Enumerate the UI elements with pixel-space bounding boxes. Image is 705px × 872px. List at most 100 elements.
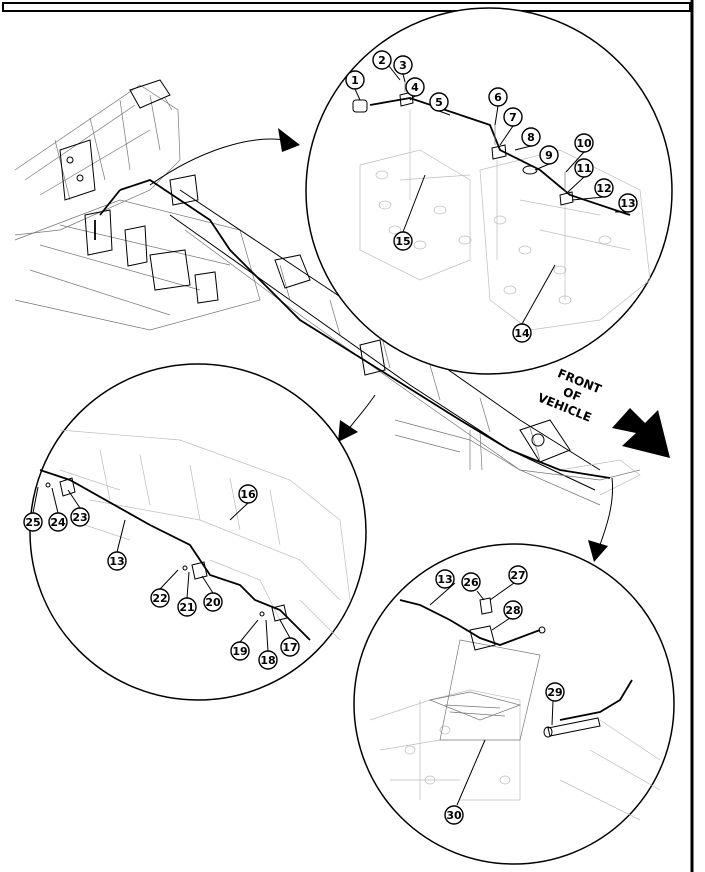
callout-30: 30 xyxy=(444,805,464,825)
callout-number: 21 xyxy=(179,601,194,614)
callout-circle xyxy=(23,512,43,532)
callout-circle xyxy=(345,70,365,90)
callout-number: 10 xyxy=(576,137,592,150)
detail-view-upper xyxy=(305,7,673,375)
callout-circle xyxy=(393,231,413,251)
callout-number: 13 xyxy=(620,197,635,210)
front-of-vehicle-label: FRONT OF VEHICLE xyxy=(536,366,604,425)
callout-circle xyxy=(503,600,523,620)
callout-circle xyxy=(258,650,278,670)
callout-number: 7 xyxy=(509,111,517,124)
callout-circle xyxy=(461,572,481,592)
callout-number: 17 xyxy=(282,641,297,654)
callout-number: 27 xyxy=(510,569,525,582)
callout-24: 24 xyxy=(48,512,68,532)
callout-number: 13 xyxy=(437,573,452,586)
callout-number: 30 xyxy=(446,809,462,822)
callout-13: 13 xyxy=(107,551,127,571)
callout-number: 4 xyxy=(411,81,419,94)
callout-number: 25 xyxy=(25,516,40,529)
callout-number: 19 xyxy=(232,645,247,658)
callout-21: 21 xyxy=(177,597,197,617)
callout-circle xyxy=(203,592,223,612)
callout-circle xyxy=(150,588,170,608)
callout-circle xyxy=(372,50,392,70)
callout-12: 12 xyxy=(594,178,614,198)
callout-number: 5 xyxy=(435,96,443,109)
callout-number: 14 xyxy=(514,327,530,340)
detail-view-lower xyxy=(353,543,675,865)
callout-circle xyxy=(512,323,532,343)
callout-number: 18 xyxy=(260,654,275,667)
callout-circle xyxy=(574,158,594,178)
callout-circle xyxy=(545,682,565,702)
callout-22: 22 xyxy=(150,588,170,608)
callout-17: 17 xyxy=(280,637,300,657)
callout-number: 9 xyxy=(545,149,553,162)
callout-8: 8 xyxy=(521,127,541,147)
callout-15: 15 xyxy=(393,231,413,251)
detail-view-left xyxy=(29,363,367,701)
callout-number: 11 xyxy=(576,162,591,175)
callout-27: 27 xyxy=(508,565,528,585)
callout-number: 22 xyxy=(152,592,167,605)
callout-13: 13 xyxy=(618,193,638,213)
callout-6: 6 xyxy=(488,87,508,107)
callout-number: 20 xyxy=(205,596,221,609)
callout-number: 3 xyxy=(399,59,407,72)
callout-number: 13 xyxy=(109,555,124,568)
callout-number: 29 xyxy=(547,686,562,699)
callout-number: 1 xyxy=(351,74,359,87)
callout-circle xyxy=(618,193,638,213)
callout-circle xyxy=(435,569,455,589)
callout-19: 19 xyxy=(230,641,250,661)
callout-circle xyxy=(177,597,197,617)
callout-23: 23 xyxy=(70,507,90,527)
callout-circle xyxy=(405,77,425,97)
callout-29: 29 xyxy=(545,682,565,702)
callout-circle xyxy=(107,551,127,571)
callout-circle xyxy=(503,107,523,127)
callout-circle xyxy=(574,133,594,153)
callout-number: 26 xyxy=(463,576,479,589)
callout-number: 28 xyxy=(505,604,520,617)
callout-25: 25 xyxy=(23,512,43,532)
callout-16: 16 xyxy=(238,484,258,504)
callout-14: 14 xyxy=(512,323,532,343)
callout-circle xyxy=(393,55,413,75)
callout-circle xyxy=(230,641,250,661)
callout-number: 6 xyxy=(494,91,502,104)
callout-9: 9 xyxy=(539,145,559,165)
callout-number: 24 xyxy=(50,516,66,529)
callout-26: 26 xyxy=(461,572,481,592)
callout-10: 10 xyxy=(574,133,594,153)
callout-number: 15 xyxy=(395,235,410,248)
callout-circle xyxy=(488,87,508,107)
callout-1: 1 xyxy=(345,70,365,90)
callout-circle xyxy=(444,805,464,825)
callout-7: 7 xyxy=(503,107,523,127)
callout-number: 23 xyxy=(72,511,87,524)
callout-circle xyxy=(429,92,449,112)
callout-11: 11 xyxy=(574,158,594,178)
callout-circle xyxy=(508,565,528,585)
callout-3: 3 xyxy=(393,55,413,75)
callout-circle xyxy=(280,637,300,657)
callout-number: 16 xyxy=(240,488,256,501)
callout-2: 2 xyxy=(372,50,392,70)
callout-circle xyxy=(521,127,541,147)
callout-13: 13 xyxy=(435,569,455,589)
callout-circle xyxy=(238,484,258,504)
callout-circle xyxy=(539,145,559,165)
callout-4: 4 xyxy=(405,77,425,97)
callout-circle xyxy=(594,178,614,198)
callout-5: 5 xyxy=(429,92,449,112)
callout-circle xyxy=(48,512,68,532)
callout-28: 28 xyxy=(503,600,523,620)
callout-number: 12 xyxy=(596,182,611,195)
callout-circle xyxy=(70,507,90,527)
callout-number: 8 xyxy=(527,131,535,144)
